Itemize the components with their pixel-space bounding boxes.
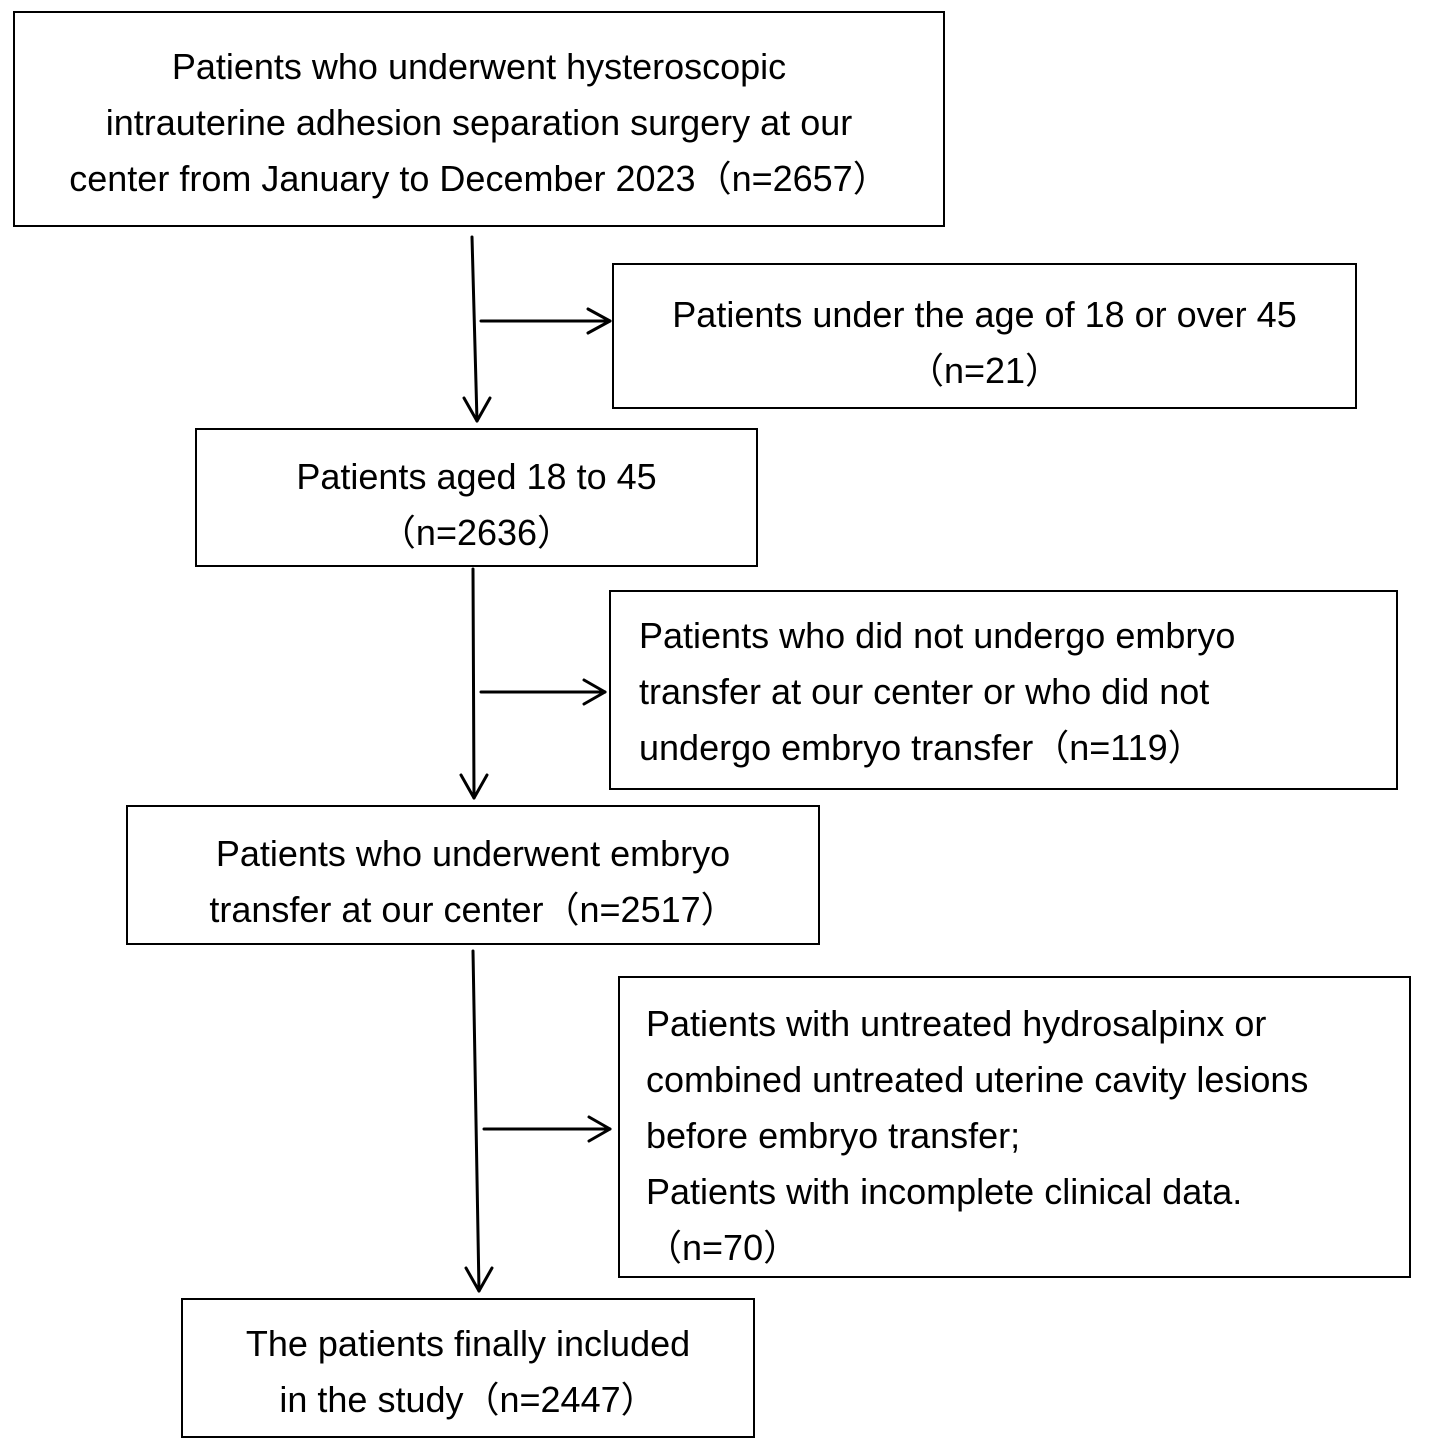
start-line: Patients who underwent hysteroscopic — [171, 46, 787, 87]
step-line: transfer at our center（n=2517） — [209, 889, 737, 930]
exclusion-box-no-transfer: Patients who did not undergo embryo tran… — [609, 590, 1398, 790]
exclusion-line: Patients with incomplete clinical data. — [646, 1171, 1243, 1212]
exclusion-line: （n=70） — [646, 1227, 800, 1268]
exclusion-line: before embryo transfer; — [646, 1115, 1021, 1156]
exclusion-line: Patients with untreated hydrosalpinx or — [646, 1003, 1267, 1044]
exclusion-box-lesions-incomplete-data: Patients with untreated hydrosalpinx or … — [618, 976, 1411, 1278]
start-box: Patients who underwent hysteroscopic int… — [13, 11, 945, 227]
flow-arrow-2 — [471, 567, 476, 800]
flow-arrowhead-2 — [459, 773, 489, 800]
start-line: center from January to December 2023（n=2… — [69, 158, 889, 199]
flow-arrow-3 — [471, 949, 481, 1293]
exclusion-arrowhead-1 — [586, 307, 612, 335]
step-line: Patients aged 18 to 45 — [296, 456, 657, 497]
step-box-aged-18-45: Patients aged 18 to 45 （n=2636） — [195, 428, 758, 567]
flow-arrow-1 — [470, 235, 479, 423]
exclusion-line: transfer at our center or who did not — [639, 671, 1210, 712]
final-box: The patients finally included in the stu… — [181, 1298, 755, 1438]
exclusion-line: Patients who did not undergo embryo — [639, 615, 1236, 656]
step-box-embryo-transfer: Patients who underwent embryo transfer a… — [126, 805, 820, 945]
exclusion-arrowhead-3 — [587, 1115, 612, 1143]
start-line: intrauterine adhesion separation surgery… — [105, 102, 853, 143]
exclusion-line: combined untreated uterine cavity lesion… — [646, 1059, 1309, 1100]
exclusion-box-age: Patients under the age of 18 or over 45 … — [612, 263, 1357, 409]
exclusion-line: undergo embryo transfer（n=119） — [639, 727, 1204, 768]
step-line: （n=2636） — [379, 512, 574, 553]
exclusion-line: Patients under the age of 18 or over 45 — [672, 294, 1297, 335]
final-line: in the study（n=2447） — [279, 1379, 657, 1420]
flow-arrowhead-1 — [462, 396, 492, 423]
exclusion-line: （n=21） — [907, 350, 1062, 391]
step-line: Patients who underwent embryo — [215, 833, 731, 874]
flow-arrowhead-3 — [464, 1266, 494, 1293]
exclusion-arrowhead-2 — [582, 678, 607, 706]
final-line: The patients finally included — [245, 1323, 691, 1364]
